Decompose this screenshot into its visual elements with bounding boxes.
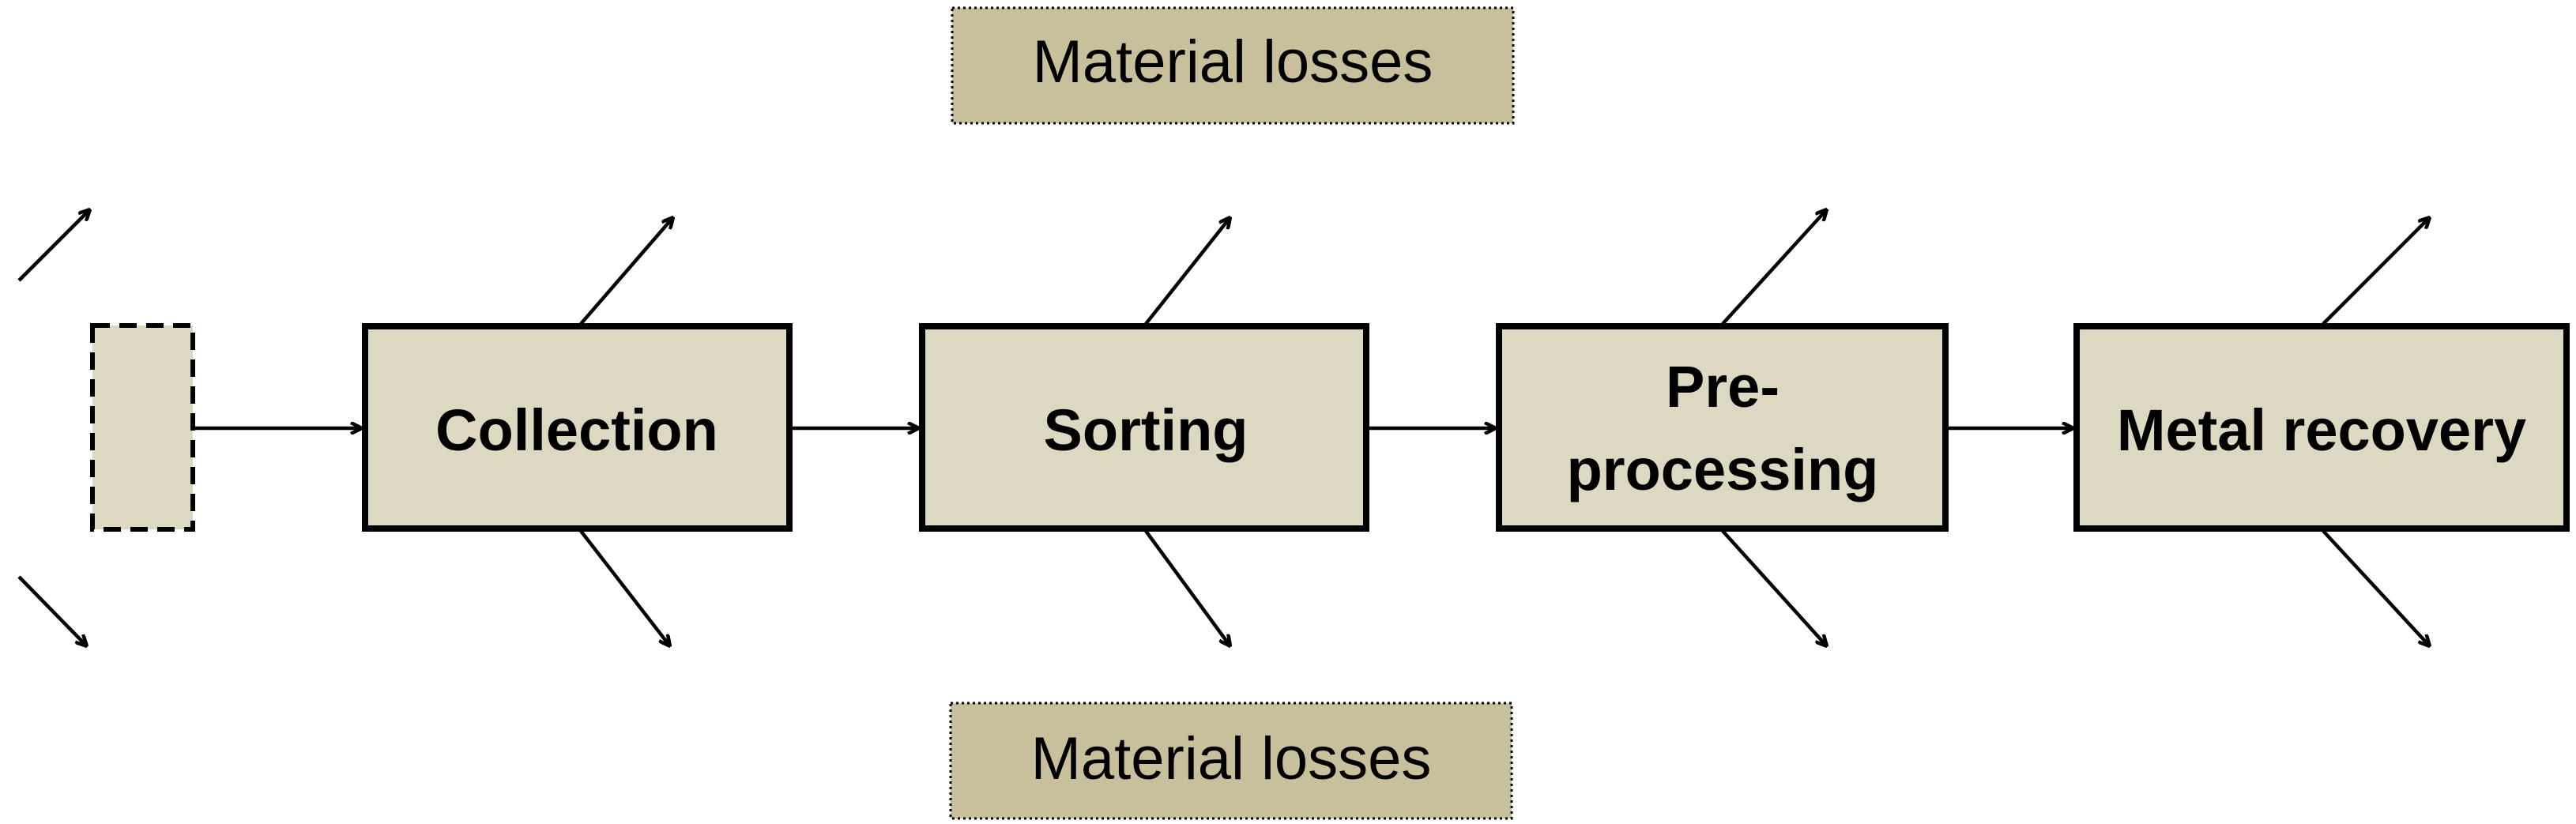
collection-label: Collection: [435, 397, 718, 463]
sorting-loss-arrow-up: [1144, 217, 1230, 325]
pre-processing-label-line2: processing: [1567, 437, 1879, 502]
metal-recovery-box: [2073, 323, 2570, 532]
metal-recovery-loss-arrow-down: [2322, 529, 2430, 646]
collection-box: [362, 323, 793, 532]
pre-processing-loss-arrow-up: [1721, 209, 1827, 325]
material-losses-top: Material losses: [951, 6, 1515, 125]
material-losses-top-label: Material losses: [1033, 28, 1433, 96]
source-box: [90, 323, 195, 532]
source-loss-arrow-down: [17, 575, 87, 646]
material-losses-bottom-label: Material losses: [1031, 725, 1432, 792]
pre-processing-box: [1496, 323, 1949, 532]
pre-processing-loss-arrow-down: [1721, 529, 1827, 646]
sorting-label: Sorting: [1044, 397, 1248, 463]
step-collection: Collection: [362, 217, 793, 646]
step-metal-recovery: Metal recovery: [2073, 217, 2570, 646]
collection-loss-arrow-up: [579, 217, 673, 325]
collection-loss-arrow-down: [579, 529, 670, 646]
material-losses-bottom: Material losses: [949, 702, 1513, 820]
material-losses-top-box: [951, 6, 1515, 125]
step-pre-processing: Pre- processing: [1496, 209, 1949, 646]
pre-processing-label-line1: Pre-: [1666, 354, 1779, 420]
material-losses-bottom-box: [949, 702, 1513, 820]
sorting-box: [919, 323, 1369, 532]
metal-recovery-label: Metal recovery: [2117, 397, 2526, 463]
step-sorting: Sorting: [919, 217, 1369, 646]
source-loss-arrow-up: [17, 209, 90, 282]
metal-recovery-loss-arrow-up: [2322, 217, 2430, 325]
sorting-loss-arrow-down: [1144, 529, 1230, 646]
